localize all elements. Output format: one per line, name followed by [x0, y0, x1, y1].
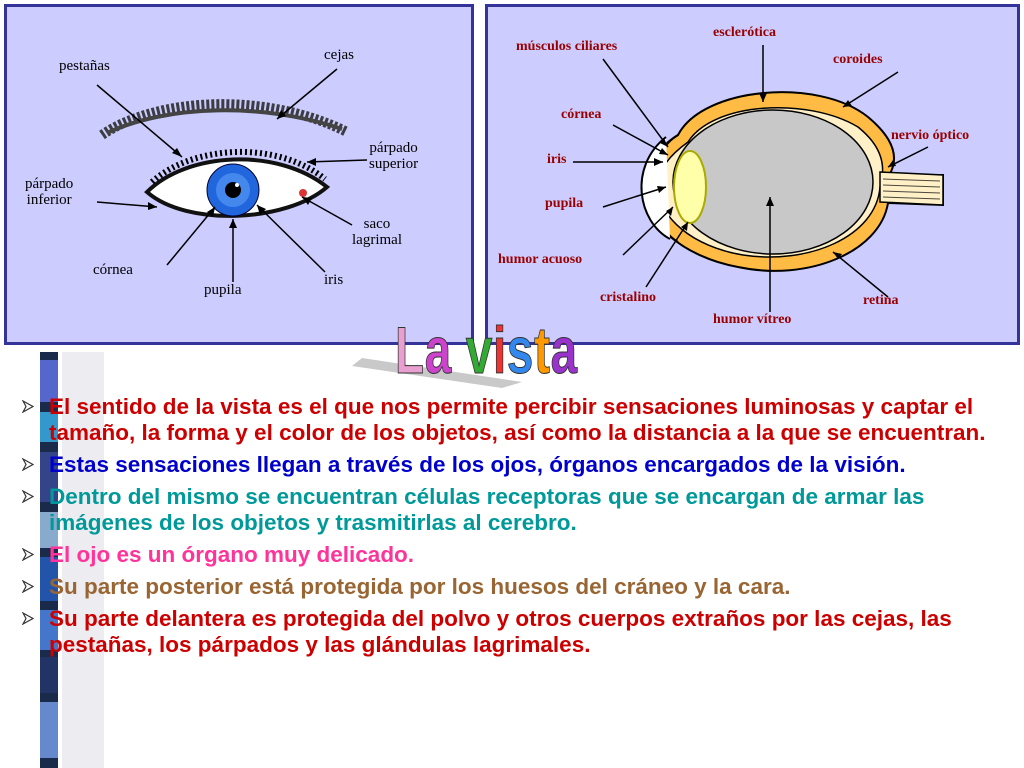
bullet-text: Estas sensaciones llegan a través de los… — [49, 452, 906, 477]
label-iris: iris — [324, 272, 344, 288]
label-humor-acuoso: humor acuoso — [498, 252, 583, 267]
title-shadow — [352, 358, 522, 388]
page-title: La vista — [395, 312, 578, 388]
decorative-color-strip — [40, 352, 104, 768]
label-parpado-inferior: párpado inferior — [25, 176, 74, 209]
title-letter — [452, 313, 466, 387]
label-saco-lagrimal-line2: lagrimal — [352, 231, 402, 248]
title-letter: s — [506, 313, 535, 388]
label-esclerotica: esclerótica — [713, 25, 776, 40]
label-cristalino: cristalino — [600, 290, 656, 305]
label-cornea-section: córnea — [561, 107, 602, 122]
eye-cross-section-drawing — [573, 45, 944, 312]
title-letter: a — [550, 313, 578, 388]
label-parpado-inferior-line2: inferior — [26, 191, 72, 208]
title-letter: v — [465, 313, 493, 388]
label-saco-lagrimal-line1: saco — [363, 216, 391, 232]
external-eye-diagram: pestañas cejas párpado superior párpado … — [4, 4, 474, 345]
bullet-text: Su parte delantera es protegida del polv… — [49, 606, 952, 657]
bullet-text: Dentro del mismo se encuentran células r… — [49, 484, 925, 535]
label-musculos-ciliares: músculos ciliares — [516, 39, 618, 54]
external-eye-drawing — [96, 68, 368, 282]
label-parpado-superior-line2: superior — [369, 155, 419, 172]
label-cejas: cejas — [324, 47, 354, 63]
bullet-item: El sentido de la vista es el que nos per… — [22, 394, 1002, 446]
label-parpado-superior: párpado superior — [369, 140, 419, 173]
label-parpado-superior-line1: párpado — [369, 140, 418, 156]
bullet-item: El ojo es un órgano muy delicado. — [22, 542, 1002, 568]
label-cornea: córnea — [93, 262, 133, 278]
title-letter: L — [395, 313, 425, 388]
bullet-text: Su parte posterior está protegida por lo… — [49, 574, 791, 599]
bullet-arrow-icon — [22, 490, 34, 503]
bullet-text: El ojo es un órgano muy delicado. — [49, 542, 415, 567]
bullet-arrow-icon — [22, 612, 34, 625]
bullet-arrow-icon — [22, 580, 34, 593]
bullet-item: Su parte posterior está protegida por lo… — [22, 574, 1002, 600]
label-parpado-inferior-line1: párpado — [25, 176, 74, 192]
bullet-list: El sentido de la vista es el que nos per… — [22, 394, 1002, 664]
label-nervio-optico: nervio óptico — [891, 128, 970, 143]
label-pestanas: pestañas — [59, 58, 110, 74]
label-iris-section: iris — [547, 152, 567, 167]
bullet-item: Dentro del mismo se encuentran células r… — [22, 484, 1002, 536]
bullet-arrow-icon — [22, 400, 34, 413]
label-pupila: pupila — [204, 282, 242, 298]
label-humor-vitreo: humor vítreo — [713, 312, 792, 327]
bullet-item: Su parte delantera es protegida del polv… — [22, 606, 1002, 658]
title-letter: t — [534, 313, 551, 388]
bullet-arrow-icon — [22, 548, 34, 561]
label-coroides: coroides — [833, 52, 883, 67]
label-pupila-section: pupila — [545, 196, 584, 211]
bullet-text: El sentido de la vista es el que nos per… — [49, 394, 986, 445]
title-letter: i — [492, 313, 507, 388]
bullet-arrow-icon — [22, 458, 34, 471]
eye-cross-section-diagram: músculos ciliares esclerótica coroides c… — [485, 4, 1020, 345]
bullet-item: Estas sensaciones llegan a través de los… — [22, 452, 1002, 478]
label-saco-lagrimal: saco lagrimal — [352, 216, 402, 249]
label-retina: retina — [863, 293, 899, 308]
title-letter: a — [424, 313, 452, 388]
